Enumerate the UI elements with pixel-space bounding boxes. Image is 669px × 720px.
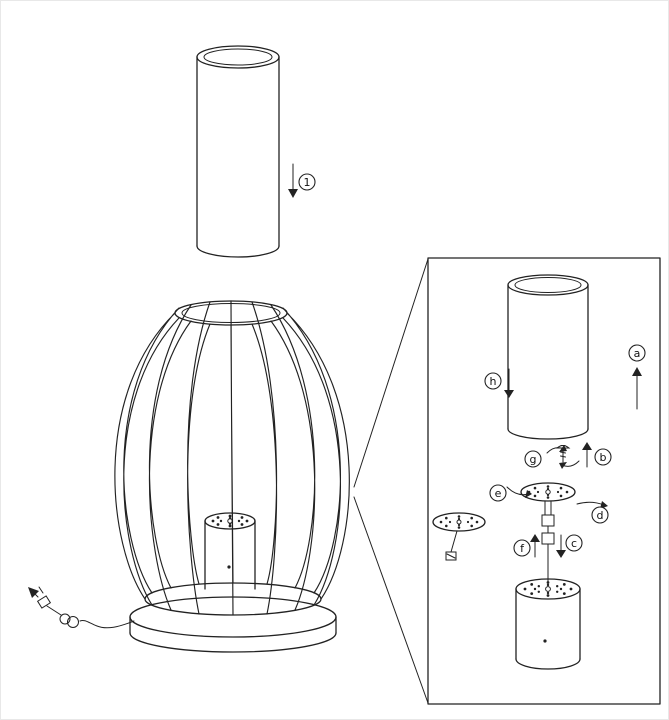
label-e-text: e — [495, 487, 502, 500]
label-e: e — [489, 484, 507, 502]
led-holes — [211, 514, 249, 528]
label-b-text: b — [600, 451, 607, 464]
spare-plate-holes — [439, 515, 479, 529]
detail-box: a h g — [427, 257, 661, 705]
label-h-text: h — [490, 375, 497, 388]
arrow-e-curved-icon — [506, 486, 532, 498]
arrow-c-down-icon — [556, 534, 566, 558]
spare-plate-pin — [450, 530, 458, 553]
label-h: h — [484, 372, 502, 390]
label-d-text: d — [597, 509, 604, 522]
arrow-h-down-icon — [504, 368, 514, 398]
label-g: g — [524, 450, 542, 468]
glass-tube-main — [196, 45, 280, 258]
label-c: c — [565, 534, 583, 552]
screw-icon — [555, 445, 571, 463]
wire-cage — [114, 300, 350, 616]
cage-ribs — [114, 300, 350, 616]
label-g-text: g — [530, 453, 537, 466]
spare-plate — [432, 512, 486, 561]
label-f-text: f — [520, 542, 525, 555]
step1-down-arrow-icon — [288, 163, 298, 198]
label-c-text: c — [571, 537, 577, 550]
module-button-dot — [227, 565, 231, 569]
arrow-b-up-icon — [582, 442, 592, 468]
perforated-plate — [520, 482, 576, 502]
led-canister — [515, 578, 581, 670]
plug-icon — [28, 586, 52, 609]
plate-holes — [527, 485, 569, 499]
label-b: b — [594, 448, 612, 466]
label-d: d — [591, 506, 609, 524]
label-a: a — [628, 344, 646, 362]
label-a-text: a — [634, 347, 641, 360]
callout-lines — [353, 258, 429, 704]
canister-holes — [523, 581, 573, 597]
label-step1-text: 1 — [304, 176, 311, 189]
arrow-a-up-icon — [632, 367, 642, 410]
stem-connectors — [541, 500, 555, 586]
power-cord — [28, 586, 135, 629]
label-f: f — [513, 539, 531, 557]
glass-tube-detail — [507, 274, 589, 440]
canister-button-dot — [543, 639, 547, 643]
arrow-f-up-icon — [530, 534, 540, 558]
label-step1: 1 — [298, 173, 316, 191]
led-module — [204, 512, 256, 590]
